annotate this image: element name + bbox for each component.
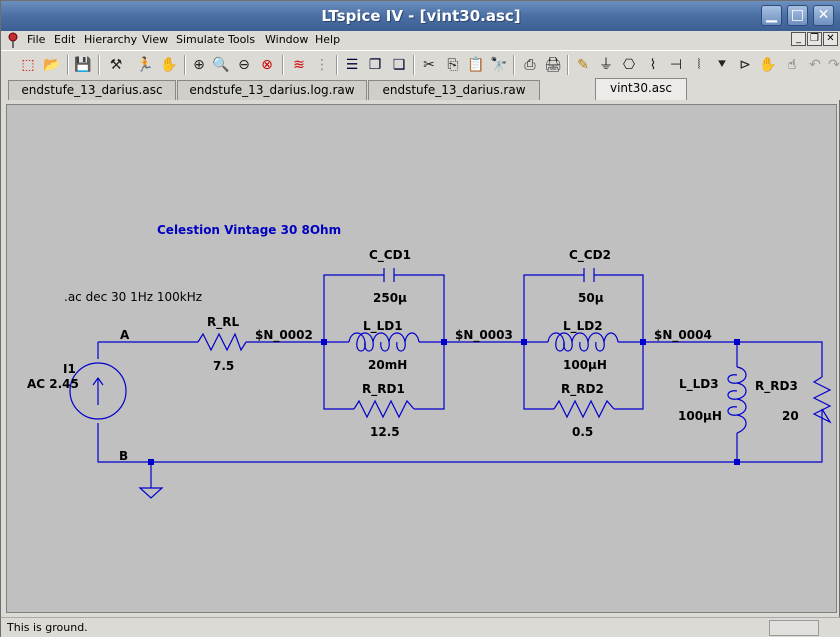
- tab-endstufe-log-raw[interactable]: endstufe_13_darius.log.raw: [177, 80, 367, 100]
- status-text: This is ground.: [7, 621, 88, 634]
- net-label-n0003: $N_0003: [455, 328, 513, 343]
- tab-endstufe-asc[interactable]: endstufe_13_darius.asc: [8, 80, 176, 100]
- toolbar: ⬚ 📂 💾 ⚒ 🏃 ✋ ⊕ 🔍 ⊖ ⊗ ≋ ⋮ ☰ ❐ ❏ ✂ ⎘ 📋 🔭 ⎙ …: [1, 50, 840, 78]
- status-panel: [769, 620, 819, 636]
- net-label-b: B: [119, 449, 128, 463]
- undo-icon[interactable]: ↶: [809, 57, 821, 73]
- menu-bar: File Edit Hierarchy View Simulate Tools …: [1, 31, 840, 50]
- junction-dot: [734, 459, 740, 465]
- cut-icon[interactable]: ✂: [423, 57, 435, 73]
- resistor-icon[interactable]: ⌇: [649, 57, 657, 73]
- net-label-n0002: $N_0002: [255, 328, 313, 343]
- maximize-button[interactable]: □: [787, 5, 808, 26]
- zoom-full-icon[interactable]: ⊗: [261, 57, 273, 73]
- run-icon[interactable]: 🏃: [136, 57, 154, 73]
- mdi-minimize-button[interactable]: _: [791, 32, 806, 46]
- find-icon[interactable]: 🔭: [490, 57, 508, 73]
- inductor-icon[interactable]: ⦚: [697, 57, 701, 73]
- r-rd3-name: R_RD3: [755, 379, 798, 394]
- menu-simulate[interactable]: Simulate: [176, 33, 225, 46]
- source-value: AC 2.45: [27, 377, 79, 391]
- capacitor-icon[interactable]: ⊣: [669, 57, 683, 73]
- cascade-icon[interactable]: ❐: [368, 57, 382, 73]
- draw-wire-icon[interactable]: ✎: [577, 57, 589, 73]
- l-ld2-value: 100µH: [563, 358, 607, 372]
- new-schematic-icon[interactable]: ⬚: [21, 57, 35, 73]
- source-name: I1: [63, 362, 76, 376]
- junction-dot: [441, 339, 447, 345]
- tile-vertical-icon[interactable]: ❏: [392, 57, 406, 73]
- autorange-icon[interactable]: ≋: [293, 57, 305, 73]
- open-folder-icon[interactable]: 📂: [43, 57, 61, 73]
- close-button[interactable]: ✕: [813, 5, 834, 26]
- c-cd2-name: C_CD2: [569, 248, 611, 263]
- junction-dot: [734, 339, 740, 345]
- mdi-restore-button[interactable]: ❐: [807, 32, 822, 46]
- diode-icon[interactable]: ⯆: [716, 57, 728, 73]
- c-cd1-value: 250µ: [373, 291, 407, 305]
- menu-tools[interactable]: Tools: [228, 33, 256, 46]
- r-rd3-value: 20: [782, 409, 799, 423]
- menu-help[interactable]: Help: [315, 33, 341, 46]
- print-icon[interactable]: 🖨: [544, 57, 562, 73]
- move-icon[interactable]: ✋: [759, 57, 777, 73]
- menu-window[interactable]: Window: [265, 33, 309, 46]
- schematic-drawing: Celestion Vintage 30 8Ohm .ac dec 30 1Hz…: [27, 223, 832, 499]
- status-bar: This is ground.: [1, 617, 840, 637]
- document-tabs: endstufe_13_darius.asc endstufe_13_dariu…: [1, 78, 840, 100]
- junction-dot: [640, 339, 646, 345]
- pan-icon[interactable]: 🔍: [212, 57, 230, 73]
- menu-file[interactable]: File: [27, 33, 46, 46]
- net-label-n0004: $N_0004: [654, 328, 712, 343]
- r-rl-name: R_RL: [207, 315, 239, 330]
- control-panel-icon[interactable]: ⚒: [109, 57, 123, 73]
- r-rd1-value: 12.5: [370, 425, 400, 439]
- zoom-in-icon[interactable]: ⊕: [193, 57, 205, 73]
- c-cd1-name: C_CD1: [369, 248, 411, 263]
- r-rd2-value: 0.5: [572, 425, 593, 439]
- drag-icon[interactable]: ☝: [787, 57, 797, 73]
- junction-dot: [521, 339, 527, 345]
- junction-dot: [321, 339, 327, 345]
- l-ld3-value: 100µH: [678, 409, 722, 423]
- schematic-canvas[interactable]: Celestion Vintage 30 8Ohm .ac dec 30 1Hz…: [6, 104, 837, 613]
- zoom-out-icon[interactable]: ⊖: [238, 57, 250, 73]
- r-rl-value: 7.5: [213, 359, 234, 373]
- save-icon[interactable]: 💾: [74, 57, 92, 73]
- title-bar[interactable]: LTspice IV - [vint30.asc] ▁ □ ✕: [1, 1, 840, 31]
- r-rd1-name: R_RD1: [362, 382, 405, 397]
- window-title: LTspice IV - [vint30.asc]: [321, 7, 521, 25]
- redo-icon[interactable]: ↷: [828, 57, 840, 73]
- junction-dot: [148, 459, 154, 465]
- c-cd2-value: 50µ: [578, 291, 604, 305]
- halt-icon[interactable]: ✋: [160, 57, 178, 73]
- mdi-close-button[interactable]: ✕: [823, 32, 838, 46]
- tab-vint30-asc[interactable]: vint30.asc: [595, 78, 687, 100]
- l-ld3-name: L_LD3: [679, 377, 719, 392]
- tab-endstufe-raw[interactable]: endstufe_13_darius.raw: [368, 80, 540, 100]
- l-ld1-name: L_LD1: [363, 319, 403, 334]
- menu-edit[interactable]: Edit: [54, 33, 76, 46]
- net-label-a: A: [120, 328, 130, 342]
- menu-view[interactable]: View: [142, 33, 169, 46]
- app-icon: [8, 32, 18, 48]
- spice-directive: .ac dec 30 1Hz 100kHz: [64, 290, 202, 304]
- l-ld2-name: L_LD2: [563, 319, 603, 334]
- paste-icon[interactable]: 📋: [467, 57, 485, 73]
- label-net-icon[interactable]: ⎔: [622, 57, 636, 73]
- copy-icon[interactable]: ⎘: [447, 57, 459, 73]
- component-icon[interactable]: ⊳: [739, 57, 751, 73]
- menu-hierarchy[interactable]: Hierarchy: [84, 33, 138, 46]
- grid-icon[interactable]: ⋮: [315, 57, 329, 73]
- l-ld1-value: 20mH: [368, 358, 407, 372]
- tile-horizontal-icon[interactable]: ☰: [345, 57, 359, 73]
- schematic-comment: Celestion Vintage 30 8Ohm: [157, 223, 341, 237]
- r-rd2-name: R_RD2: [561, 382, 604, 397]
- ground-icon[interactable]: ⏚: [599, 57, 613, 73]
- minimize-button[interactable]: ▁: [761, 5, 782, 26]
- print-setup-icon[interactable]: ⎙: [524, 57, 536, 73]
